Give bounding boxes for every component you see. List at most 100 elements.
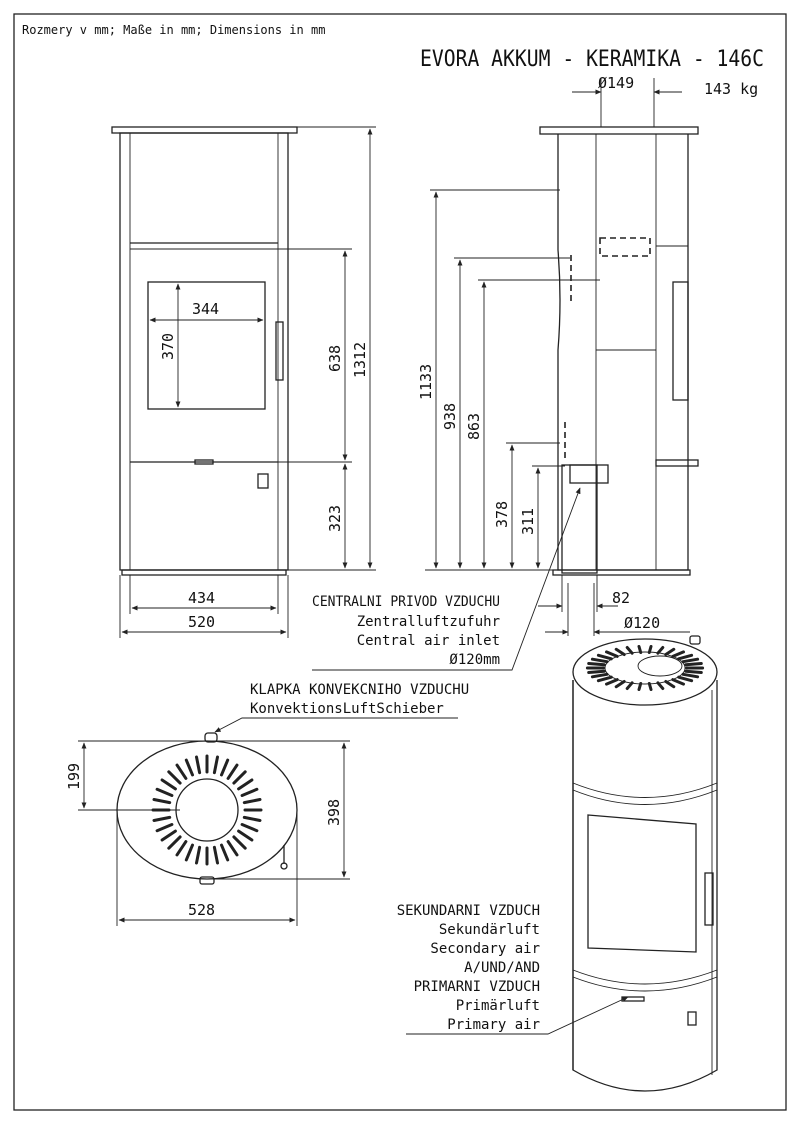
front-view: 344 370 638 1312 323 434 520 [111,126,376,638]
vent-slot [160,778,177,791]
flue-opening [175,778,239,842]
vent-slot [237,829,254,842]
vent-slot [237,778,254,791]
side-height-1133: 1133 [417,364,435,400]
vent-slot [656,646,665,655]
offset-dim: 82 [612,589,630,607]
top-view: 199 398 528 [65,732,350,926]
vent-slot [184,758,194,777]
vent-slot [590,672,609,679]
vent-slot [664,647,676,656]
vent-slot [240,823,259,833]
vent-slot [656,681,665,690]
window-width-dim: 344 [192,300,219,318]
vent-slot [195,755,202,775]
vent-slot [671,678,685,686]
vent-slot [677,653,694,661]
iso-window [587,814,697,953]
vent-slot [596,653,613,661]
top-half-depth-dim: 199 [65,763,83,790]
side-height-938: 938 [441,403,459,430]
svg-text:Primärluft: Primärluft [456,998,540,1014]
vent-slot [647,682,653,691]
side-view: 1133 938 863 378 311 82 Ø120 [417,78,699,636]
vent-slot [212,845,219,865]
vent-slot [167,835,182,850]
vent-slot [160,829,177,842]
secondary-air-label: SEKUNDARNI VZDUCH Sekundärluft Secondary… [397,903,629,1035]
svg-text:KonvektionsLuftSchieber: KonvektionsLuftSchieber [250,701,444,717]
vent-slot [226,840,239,857]
window-height-dim: 370 [159,333,177,360]
flue-diameter-label: Ø149 [598,74,634,92]
vent-slot [671,650,685,658]
vent-slot [605,678,619,686]
vent-slot [232,770,247,785]
door-handle [275,321,284,381]
side-height-378: 378 [493,501,511,528]
vent-slot [681,657,700,664]
vent-slot [684,662,703,667]
vent-slot [637,645,643,654]
vent-slot [232,835,247,850]
ash-height-dim: 323 [326,505,344,532]
side-height-311: 311 [519,508,537,535]
vent-slot [242,798,262,805]
damper-knob [204,732,218,743]
vent-slot [637,682,643,691]
vent-slot [220,843,230,862]
svg-text:Sekundärluft: Sekundärluft [439,922,540,938]
vent-slot [155,823,174,833]
vent-slot [184,843,194,862]
svg-text:Secondary air: Secondary air [430,941,540,957]
vent-slot [195,845,202,865]
inlet-diameter-dim: Ø120 [624,614,660,632]
svg-text:A/UND/AND: A/UND/AND [464,960,540,976]
svg-text:Zentralluftzufuhr: Zentralluftzufuhr [357,614,500,630]
vent-slot [152,815,172,822]
total-height-dim: 1312 [351,342,369,378]
svg-text:SEKUNDARNI VZDUCH: SEKUNDARNI VZDUCH [397,903,540,919]
top-depth-dim: 398 [325,799,343,826]
vent-slot [647,645,653,654]
vent-slot [587,669,606,674]
vent-slot [242,815,262,822]
vent-slot [625,681,634,690]
iso-air-regulator [687,1011,697,1026]
svg-text:Primary air: Primary air [447,1017,540,1033]
vent-slot [614,680,626,689]
vent-slot [614,647,626,656]
vent-slot [587,662,606,667]
isometric-view [572,635,718,1092]
svg-text:Central air inlet: Central air inlet [357,633,500,649]
vent-slot [625,646,634,655]
vent-slot [220,758,230,777]
vent-slot [226,763,239,780]
side-height-863: 863 [465,413,483,440]
convection-label: KLAPKA KONVEKCNIHO VZDUCHU KonvektionsLu… [214,682,469,733]
vent-slot [684,669,703,674]
vent-slot [677,675,694,683]
iso-damper-knob [689,635,701,645]
vent-slot [681,672,700,679]
vent-slot [152,798,172,805]
drawing-border [13,13,787,1111]
weight-label: 143 kg [704,80,758,98]
door-height-dim: 638 [326,345,344,372]
vent-slot [167,770,182,785]
product-title: EVORA AKKUM - KERAMIKA - 146C [420,47,764,72]
iso-door-handle [704,872,714,926]
air-regulator-icon [257,473,269,489]
flue-box-dashed [599,237,651,257]
vent-slot [175,763,188,780]
vent-slot [664,680,676,689]
vent-slot [590,657,609,664]
top-width-dim: 528 [188,901,215,919]
front-window [147,281,266,410]
svg-text:PRIMARNI VZDUCH: PRIMARNI VZDUCH [414,979,540,995]
inner-width-dim: 434 [188,589,215,607]
vent-slot [596,675,613,683]
central-air-label: CENTRALNI PRIVOD VZDUCHU Zentralluftzufu… [312,487,581,671]
units-note: Rozmery v mm; Maße in mm; Dimensions in … [22,23,325,37]
